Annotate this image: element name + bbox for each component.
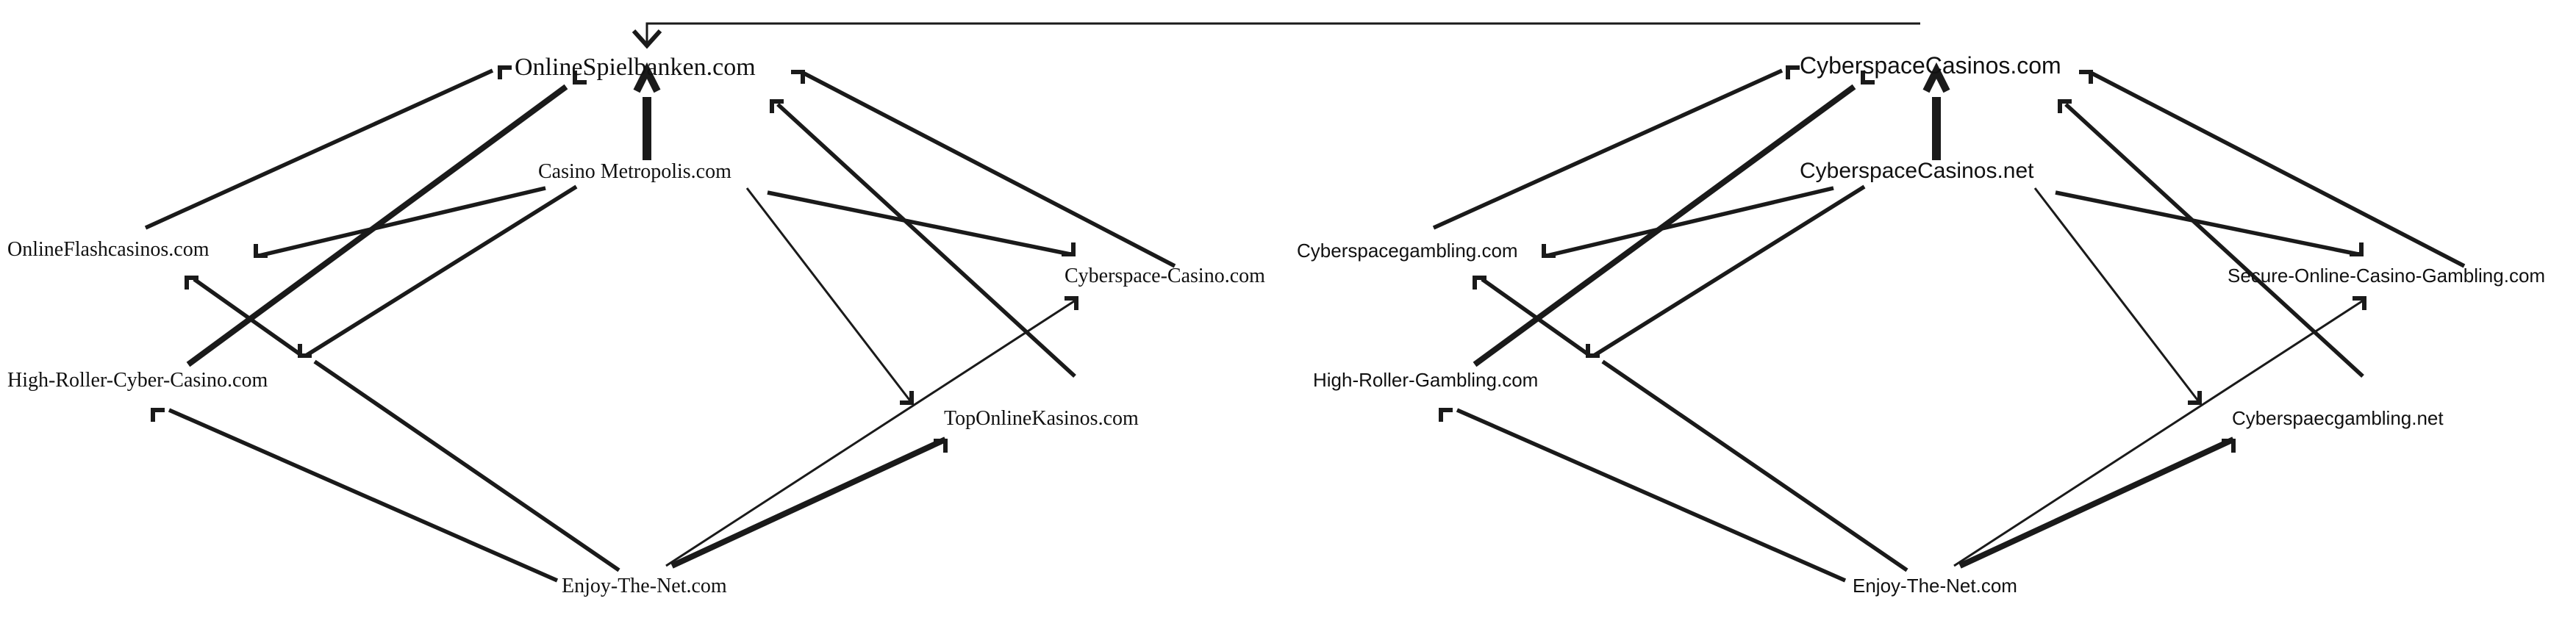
graph2-edge-extra-left2-bottom2 bbox=[1456, 408, 1847, 583]
graph2-node-top-label: CyberspaceCasinos.com bbox=[1800, 52, 2061, 79]
graph1-node-top-label: OnlineSpielbanken.com bbox=[515, 54, 756, 81]
graph2-arrowhead-8 bbox=[1586, 344, 1600, 358]
graph1-arrowhead-10 bbox=[1065, 296, 1078, 310]
graph1-node-right2-label: TopOnlineKasinos.com bbox=[944, 407, 1139, 430]
edge-layer bbox=[144, 22, 2466, 583]
graph1-arrowhead-6 bbox=[1062, 242, 1076, 256]
graph1-node-left1-label: OnlineFlashcasinos.com bbox=[7, 238, 210, 261]
graph1-edge-extra-center-left2 bbox=[304, 184, 578, 358]
graph2-edge-center-left1 bbox=[1546, 186, 1834, 258]
graph1-edge-left1-top bbox=[144, 68, 494, 230]
graph2-edge-center-bottom bbox=[2033, 187, 2201, 403]
graph2-edge-center-right1 bbox=[2055, 190, 2359, 256]
graph1-edge-right1-top bbox=[803, 71, 1176, 268]
graph2-edge-bottom-right1 bbox=[1953, 298, 2365, 567]
graph2-arrowhead-2 bbox=[2079, 70, 2093, 84]
graph2-edge-bottom-right2 bbox=[1958, 436, 2235, 569]
graph1-edge-right2-top bbox=[776, 102, 1076, 378]
graph2-arrowhead-1 bbox=[1786, 65, 1800, 79]
graph1-arrowhead-top-icon bbox=[633, 62, 661, 93]
graph1-arrowhead-12 bbox=[151, 408, 165, 422]
graph2-arrowhead-11 bbox=[2222, 439, 2236, 453]
graph2-node-bottom-label: Enjoy-The-Net.com bbox=[1853, 575, 2017, 597]
graph2-arrowhead-10 bbox=[2353, 296, 2366, 310]
graph2-node-left1-label: Cyberspacegambling.com bbox=[1297, 240, 1518, 262]
graph1-edge-left2-top bbox=[186, 84, 568, 367]
graph2-edge-left2-bottom bbox=[1601, 359, 1908, 572]
graph2-arrowhead-top-icon bbox=[1922, 62, 1950, 93]
graph2-node-left2-label: High-Roller-Gambling.com bbox=[1313, 369, 1538, 391]
graph2-arrowhead-6 bbox=[2350, 242, 2364, 256]
graph1-arrowhead-9 bbox=[900, 391, 914, 405]
graph1-arrowhead-1 bbox=[498, 65, 512, 79]
graph2-edge-extra-center-left2 bbox=[1592, 184, 1866, 358]
graph2-arrowhead-9 bbox=[2188, 391, 2202, 405]
graph1-edge-center-bottom bbox=[745, 187, 913, 403]
graph1-node-left2-label: High-Roller-Cyber-Casino.com bbox=[7, 369, 268, 392]
graph1-edge-center-left1 bbox=[258, 186, 546, 258]
graph1-edge-center-right1 bbox=[767, 190, 1071, 256]
cross-link-arrowhead-icon bbox=[632, 29, 662, 49]
graph2-arrowhead-12 bbox=[1439, 408, 1453, 422]
graph2-arrowhead-7 bbox=[1473, 276, 1486, 290]
graph1-node-bottom-label: Enjoy-The-Net.com bbox=[562, 575, 727, 597]
graph1-arrowhead-4 bbox=[770, 99, 784, 113]
graph1-edge-bottom-right1 bbox=[665, 298, 1077, 567]
graph2-arrowhead-4 bbox=[2058, 99, 2072, 113]
graph1-arrowhead-7 bbox=[185, 276, 198, 290]
graph1-node-center-label: Casino Metropolis.com bbox=[538, 160, 731, 183]
graph1-arrowhead-8 bbox=[298, 344, 312, 358]
graph1-edge-left2-bottom bbox=[313, 359, 620, 572]
graph2-edge-left1-bottom bbox=[1481, 277, 1589, 356]
graph2-arrowhead-5 bbox=[1542, 244, 1556, 258]
graph1-arrowhead-11 bbox=[934, 439, 948, 453]
graph1-arrowhead-3 bbox=[573, 71, 587, 85]
graph1-arrowhead-5 bbox=[254, 244, 268, 258]
graph2-edge-left1-top bbox=[1432, 68, 1783, 230]
graph2-arrowhead-3 bbox=[1861, 71, 1875, 85]
graph1-edge-bottom-right2 bbox=[670, 436, 947, 569]
graph2-edge-right1-top bbox=[2091, 71, 2466, 268]
graph2-edge-left2-top bbox=[1473, 84, 1856, 367]
cross-link-edge bbox=[645, 22, 1920, 43]
graph2-edge-right2-top bbox=[2064, 102, 2364, 378]
graph2-node-right1-label: Secure-Online-Casino-Gambling.com bbox=[2228, 265, 2545, 287]
graph2-node-right2-label: Cyberspaecgambling.net bbox=[2232, 407, 2444, 429]
graph1-arrowhead-2 bbox=[791, 70, 805, 84]
graph1-node-right1-label: Cyberspace-Casino.com bbox=[1065, 265, 1265, 287]
graph1-edge-extra-left2-bottom2 bbox=[168, 408, 559, 583]
graph2-node-center-label: CyberspaceCasinos.net bbox=[1800, 159, 2034, 183]
graph1-edge-left1-bottom bbox=[193, 277, 301, 356]
